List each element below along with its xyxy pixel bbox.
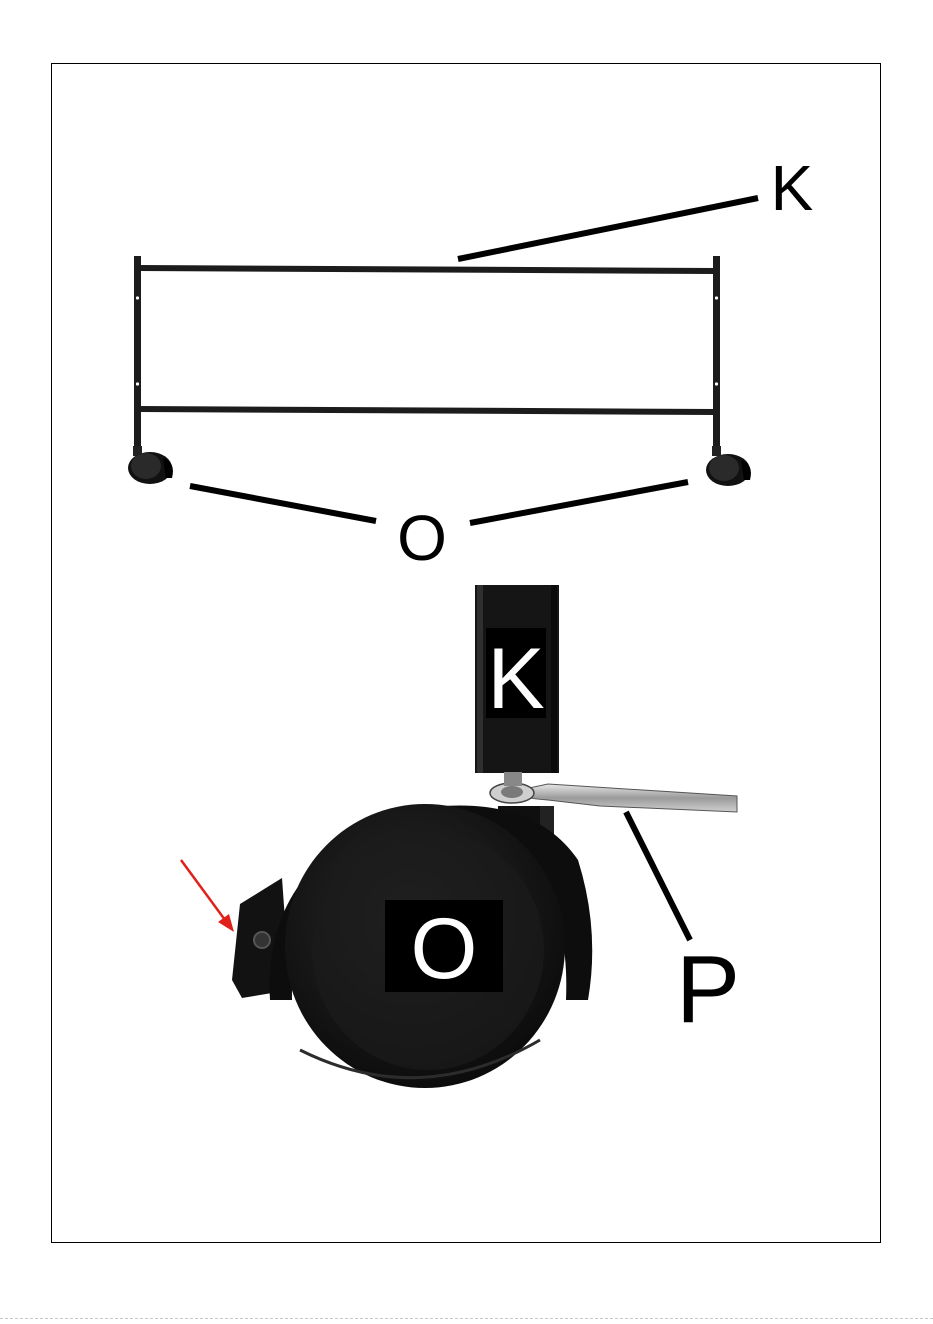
callout-label-o: O xyxy=(397,502,447,574)
bottom-rule xyxy=(0,1318,933,1319)
callout-lines-top xyxy=(190,198,758,523)
post-label-k: K xyxy=(487,631,544,727)
leader-k xyxy=(458,198,758,259)
red-arrow-icon xyxy=(181,860,234,932)
leader-p xyxy=(626,812,690,940)
frame-bottom-rail xyxy=(139,406,715,415)
frame-top-rail xyxy=(139,265,715,274)
leader-o-left xyxy=(190,486,376,521)
leader-o-right xyxy=(470,482,688,523)
callout-label-k: K xyxy=(771,152,814,224)
wheel-label-o: O xyxy=(411,901,478,997)
caster-left xyxy=(128,446,173,484)
callout-label-p: P xyxy=(676,936,740,1043)
frame-k xyxy=(134,256,720,452)
frame-left-post xyxy=(134,256,141,452)
frame-right-post xyxy=(713,256,720,452)
caster-right xyxy=(706,446,751,486)
